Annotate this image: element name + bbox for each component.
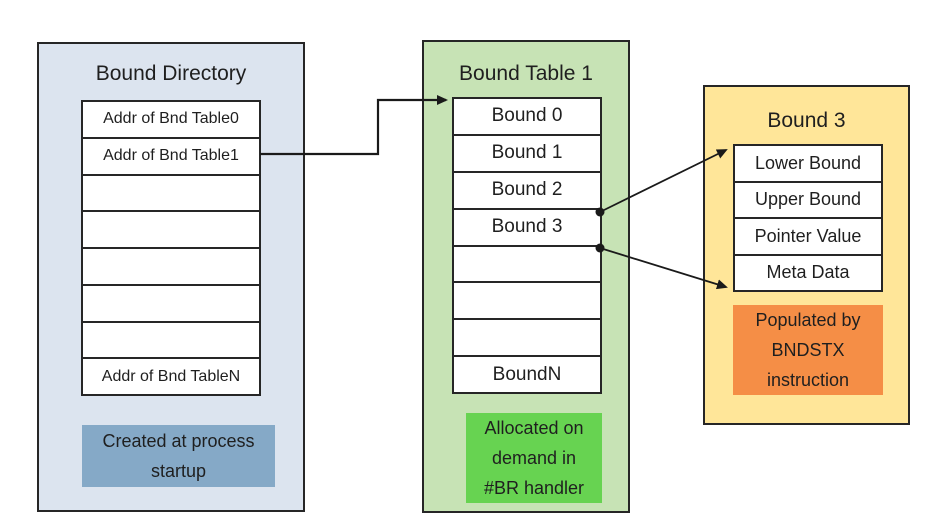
table-row: Bound 1	[454, 135, 600, 173]
bound-directory-title: Bound Directory	[95, 62, 247, 85]
table-row	[83, 285, 259, 323]
table-row: Meta Data	[735, 255, 881, 290]
table-row: Bound 0	[454, 99, 600, 136]
table-row	[83, 175, 259, 213]
table-row	[454, 283, 600, 321]
table-row	[454, 246, 600, 284]
table-row: Addr of Bnd Table0	[83, 102, 259, 139]
table-row	[83, 212, 259, 249]
table-row	[83, 249, 259, 286]
bound3-title: Bound 3	[767, 109, 846, 132]
table-row: Addr of Bnd TableN	[83, 359, 259, 394]
bound-table1-title: Bound Table 1	[459, 62, 593, 85]
table-row: Addr of Bnd Table1	[83, 138, 259, 176]
created-at-startup-note: Created at process startup	[82, 425, 275, 487]
table-row: BoundN	[454, 357, 600, 392]
table-row: Pointer Value	[735, 219, 881, 256]
table-row: Lower Bound	[735, 146, 881, 183]
allocated-on-demand-note: Allocated on demand in #BR handler	[466, 413, 602, 503]
table-row: Bound 2	[454, 172, 600, 210]
table-row: Upper Bound	[735, 182, 881, 219]
table-row	[83, 322, 259, 360]
populated-by-bndstx-note: Populated by BNDSTX instruction	[733, 305, 883, 395]
table-row	[454, 320, 600, 358]
table-row: Bound 3	[454, 209, 600, 247]
